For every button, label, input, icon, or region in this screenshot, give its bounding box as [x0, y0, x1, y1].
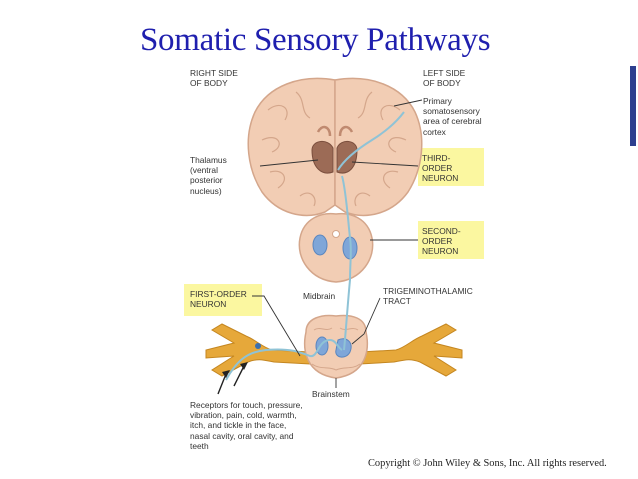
label-third-order: THIRD- ORDER NEURON	[422, 153, 459, 184]
leader-lines	[252, 99, 423, 388]
label-left-side: LEFT SIDE OF BODY	[423, 68, 466, 89]
slide-title: Somatic Sensory Pathways	[140, 22, 491, 58]
label-trigeminothalamic: TRIGEMINOTHALAMIC TRACT	[383, 286, 473, 307]
label-right-side: RIGHT SIDE OF BODY	[190, 68, 238, 89]
left-hemisphere	[247, 77, 336, 217]
second-order-highlight	[418, 221, 484, 259]
cerebrum-illustration	[247, 77, 423, 217]
second-order-path	[341, 175, 352, 351]
copyright-notice: Copyright © John Wiley & Sons, Inc. All …	[368, 458, 607, 469]
thalamus-shape	[311, 141, 358, 174]
midbrain-illustration	[298, 212, 374, 283]
neural-pathway	[225, 111, 405, 381]
third-order-highlight	[418, 148, 484, 186]
label-receptors: Receptors for touch, pressure, vibration…	[190, 400, 303, 451]
label-first-order: FIRST-ORDER NEURON	[190, 289, 247, 310]
trigeminal-nerves	[205, 323, 463, 377]
third-order-path	[337, 111, 405, 171]
label-thalamus: Thalamus (ventral posterior nucleus)	[190, 155, 227, 196]
accent-bar	[630, 66, 636, 146]
first-order-highlight	[184, 284, 262, 316]
midbrain-nucleus-left	[312, 234, 328, 256]
ventricle-shapes	[316, 125, 354, 137]
receptor-arrows	[217, 362, 248, 395]
left-nerve	[205, 323, 311, 377]
right-nerve	[359, 323, 463, 377]
brainstem-illustration	[303, 314, 369, 379]
label-primary-area: Primary somatosensory area of cerebral c…	[423, 96, 482, 137]
label-brainstem: Brainstem	[312, 389, 350, 399]
first-order-path	[225, 338, 343, 381]
label-second-order: SECOND- ORDER NEURON	[422, 226, 461, 257]
gyri-lines	[261, 91, 407, 207]
pons-texture	[311, 327, 361, 371]
right-hemisphere	[334, 77, 423, 217]
label-midbrain: Midbrain	[303, 291, 336, 301]
first-order-soma	[255, 343, 261, 349]
